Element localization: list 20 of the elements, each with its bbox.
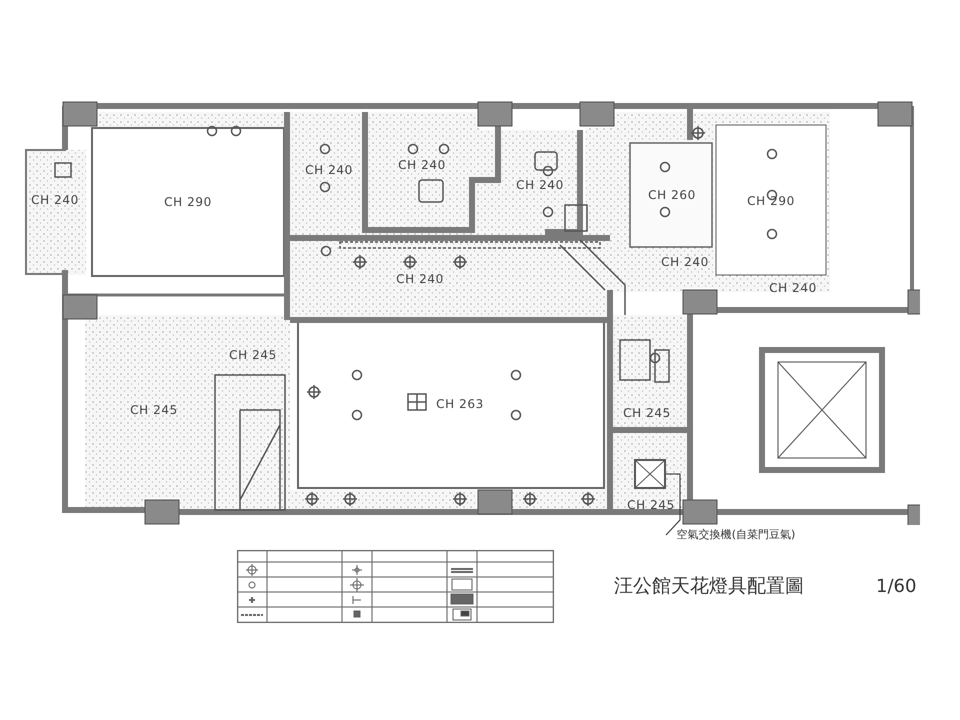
leader-line	[666, 474, 680, 536]
ceiling-height-label: CH 263	[436, 396, 484, 413]
callout-label: 空氣交換機(自菜門豆氣)	[676, 526, 796, 543]
ceiling-height-label: CH 240	[769, 280, 817, 297]
air-exchanger-unit	[634, 459, 666, 489]
ceiling-height-label: CH 290	[747, 192, 795, 210]
drawing-title: 汪公館天花燈具配置圖	[614, 574, 804, 599]
ceiling-height-label: CH 240	[396, 271, 444, 288]
ceiling-height-label: CH 240	[31, 192, 79, 209]
ceiling-height-label: CH 245	[627, 497, 675, 514]
ceiling-height-label: CH 240	[516, 177, 564, 194]
ceiling-height-label: CH 240	[305, 162, 353, 179]
ceiling-height-label: CH 245	[229, 347, 277, 364]
ceiling-height-label: CH 240	[661, 254, 709, 271]
ceiling-height-label: CH 260	[648, 187, 696, 204]
ceiling-height-label: CH 240	[398, 157, 446, 174]
scale-label: 1/60	[876, 575, 916, 599]
ceiling-height-label: CH 245	[130, 402, 178, 419]
ceiling-height-label: CH 245	[623, 405, 671, 422]
ceiling-height-label: CH 290	[164, 194, 212, 211]
